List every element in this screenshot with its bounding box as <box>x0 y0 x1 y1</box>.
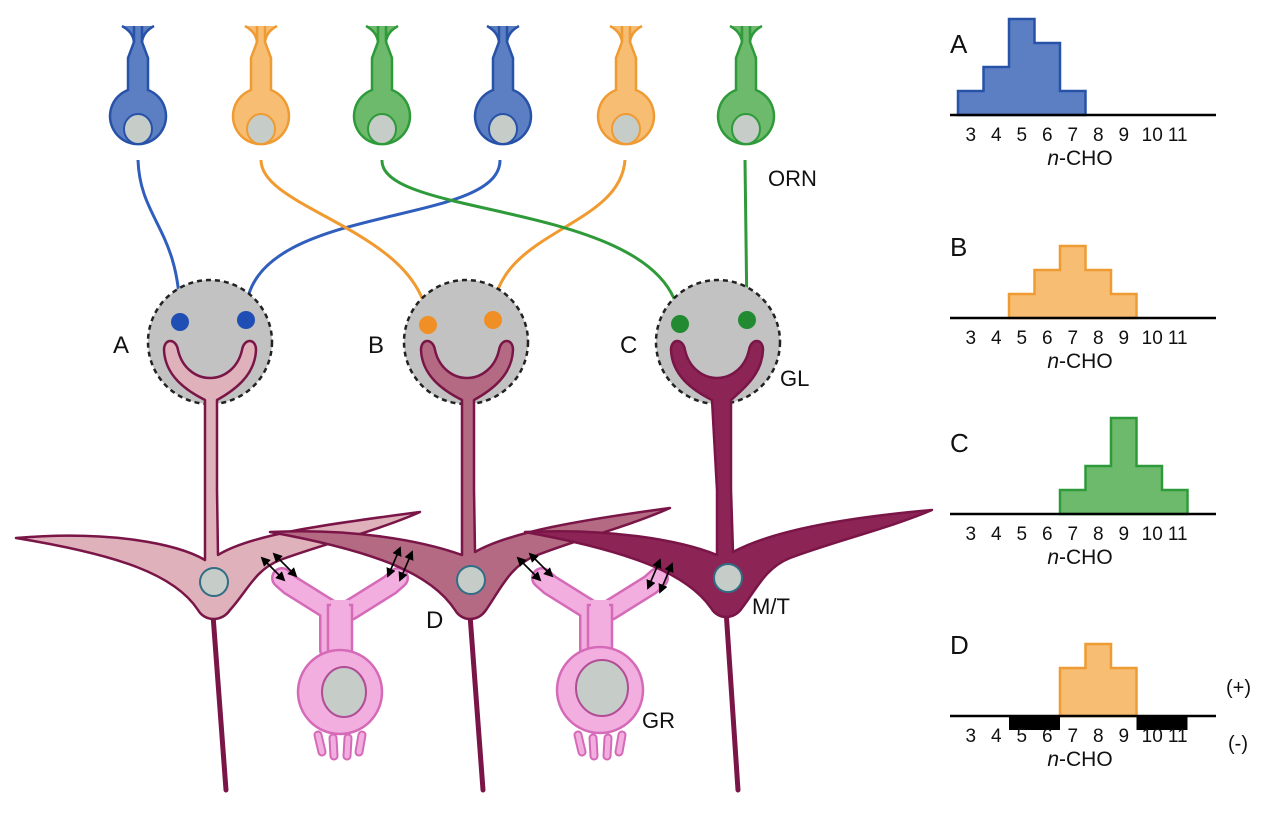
label-mt: M/T <box>752 594 790 619</box>
tick-label-3: 3 <box>965 125 976 146</box>
tick-label-3: 3 <box>965 328 976 349</box>
tick-label-5: 5 <box>1016 726 1027 747</box>
label-gl: GL <box>780 366 809 391</box>
histogram-bars <box>1007 244 1138 320</box>
diagram-labels: A B C ORN GL D M/T GR <box>113 166 817 733</box>
inhibition-bar-n10 <box>1136 716 1162 730</box>
granule-cell-2 <box>531 567 669 761</box>
label-glomerulus-b: B <box>368 332 384 359</box>
granule-cell-1 <box>271 567 409 761</box>
tick-label-5: 5 <box>1016 328 1027 349</box>
mitral-cell-b <box>268 339 672 621</box>
tick-label-6: 6 <box>1042 125 1053 146</box>
tick-label-7: 7 <box>1067 726 1078 747</box>
dendrodendritic-synapse-arrows <box>260 546 674 594</box>
histogram-title: C <box>950 428 969 458</box>
tick-label-10: 10 <box>1142 726 1163 747</box>
tick-label-6: 6 <box>1042 726 1053 747</box>
x-axis-label: n-CHO <box>1047 748 1112 771</box>
tick-label-4: 4 <box>991 125 1002 146</box>
histogram-bars <box>956 17 1087 117</box>
x-axis-label: n-CHO <box>1047 546 1112 569</box>
mitral-cell-c <box>523 339 934 619</box>
inhibition-bar-n5 <box>1009 716 1035 730</box>
tick-label-8: 8 <box>1093 328 1104 349</box>
tick-label-10: 10 <box>1142 524 1163 545</box>
orn-cell-2 <box>231 24 291 146</box>
label-glomerulus-a: A <box>113 332 129 359</box>
tick-label-11: 11 <box>1168 524 1188 545</box>
tick-label-9: 9 <box>1118 726 1129 747</box>
inhibition-bar-n11 <box>1162 716 1188 730</box>
tick-label-5: 5 <box>1016 125 1027 146</box>
inhibition-bar-n6 <box>1034 716 1060 730</box>
orn-axons <box>136 159 749 323</box>
axon-orn-5 <box>491 159 627 319</box>
orn-cell-6 <box>716 24 776 146</box>
histogram-title: A <box>950 29 968 59</box>
tick-label-9: 9 <box>1118 328 1129 349</box>
tick-label-8: 8 <box>1093 524 1104 545</box>
label-glomerulus-c: C <box>620 332 637 359</box>
orn-cell-1 <box>108 24 168 146</box>
tick-label-3: 3 <box>965 524 976 545</box>
orn-cell-3 <box>352 24 412 146</box>
histogram-title: D <box>950 630 969 660</box>
tick-label-11: 11 <box>1168 726 1188 747</box>
orn-cell-5 <box>596 24 656 146</box>
tick-label-4: 4 <box>991 726 1002 747</box>
tick-label-9: 9 <box>1118 524 1129 545</box>
excitation-label: (+) <box>1226 677 1251 699</box>
mt-axons <box>210 607 741 793</box>
histogram-bars <box>1058 416 1189 516</box>
tick-label-4: 4 <box>991 524 1002 545</box>
tick-label-9: 9 <box>1118 125 1129 146</box>
tick-label-7: 7 <box>1067 328 1078 349</box>
tick-label-11: 11 <box>1168 125 1188 146</box>
tick-label-10: 10 <box>1142 328 1163 349</box>
mitral-cell-a <box>14 339 422 621</box>
orn-cell-4 <box>473 24 533 146</box>
label-orn: ORN <box>768 166 817 191</box>
tick-label-5: 5 <box>1016 524 1027 545</box>
axon-orn-2 <box>259 159 430 323</box>
tick-label-11: 11 <box>1168 328 1188 349</box>
axon-orn-4 <box>244 159 502 319</box>
label-d: D <box>426 607 443 634</box>
tick-label-7: 7 <box>1067 524 1078 545</box>
tick-label-4: 4 <box>991 328 1002 349</box>
orn-terminals <box>171 311 756 334</box>
histogram-bars <box>1058 642 1138 718</box>
tick-label-10: 10 <box>1142 125 1163 146</box>
axon-orn-3 <box>380 159 682 323</box>
x-axis-label: n-CHO <box>1047 147 1112 170</box>
inhibition-label: (-) <box>1228 733 1248 755</box>
tick-label-7: 7 <box>1067 125 1078 146</box>
tick-label-6: 6 <box>1042 524 1053 545</box>
tick-label-8: 8 <box>1093 125 1104 146</box>
orn-row <box>108 24 776 146</box>
x-axis-label: n-CHO <box>1047 350 1112 373</box>
tick-label-8: 8 <box>1093 726 1104 747</box>
tick-label-6: 6 <box>1042 328 1053 349</box>
histogram-title: B <box>950 232 967 262</box>
label-gr: GR <box>642 708 675 733</box>
tick-label-3: 3 <box>965 726 976 747</box>
